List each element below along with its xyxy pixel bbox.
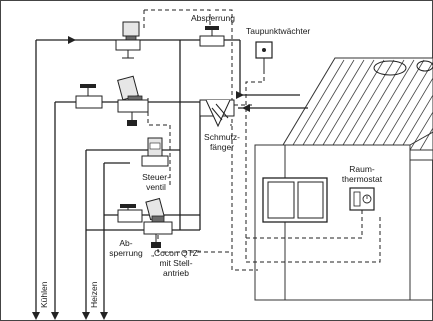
label-absperrung-top: Absperrung [191,13,235,23]
labels: Absperrung Taupunktwächter Schmutz- fäng… [39,13,383,308]
window [262,177,328,223]
label-absperrung-bottom-1: Ab- [119,238,132,248]
strainer [199,99,235,128]
dew-point-monitor [255,41,273,70]
label-absperrung-bottom-2: sperrung [109,248,143,258]
room-thermostat [349,187,375,211]
label-kuehlen: Kühlen [39,281,49,308]
heating-control-valve [141,137,169,167]
label-schmutzfaenger-2: fänger [210,142,234,152]
top-control-valve [115,21,141,59]
label-cocon-1: „Cocon QTZ“ [151,248,201,258]
lower-shutoff-valve [117,204,143,223]
label-schmutzfaenger-1: Schmutz- [204,132,240,142]
control-wiring [143,9,381,271]
flow-arrows [32,36,250,320]
label-steuerventil-1: Steuer- [142,172,170,182]
label-taupunktwaechter: Taupunktwächter [246,26,310,36]
upper-cocon-valve [117,75,149,126]
label-steuerventil-2: ventil [146,182,166,192]
label-raumthermostat-1: Raum- [349,164,375,174]
label-raumthermostat-2: thermostat [342,174,383,184]
label-cocon-2: mit Stell- [159,258,192,268]
label-heizen: Heizen [89,281,99,308]
label-cocon-3: antrieb [163,268,189,278]
top-shutoff-valve [199,26,225,47]
lower-cocon-valve [143,197,173,248]
left-shutoff-valve [75,84,103,109]
